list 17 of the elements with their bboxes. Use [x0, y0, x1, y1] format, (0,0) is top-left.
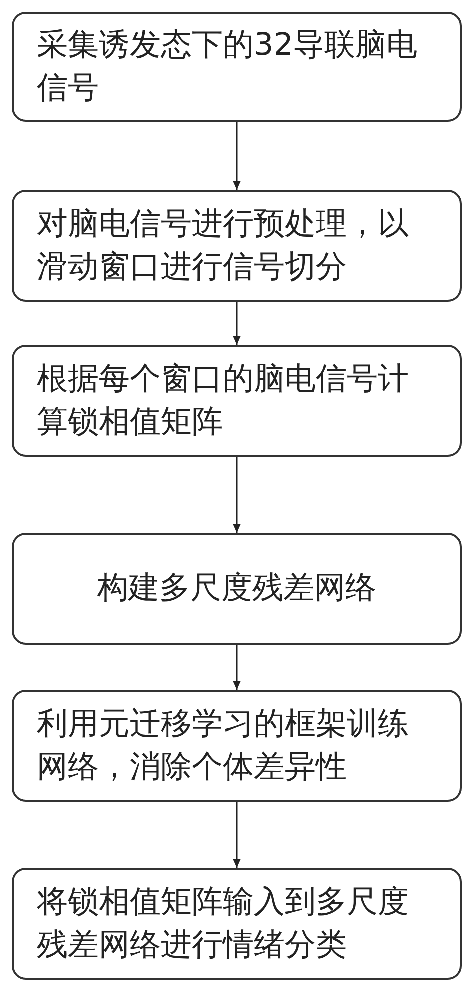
step-text: 采集诱发态下的32导联脑电信号	[37, 26, 418, 108]
arrow	[233, 802, 241, 868]
process-box	[12, 190, 462, 302]
arrow	[233, 302, 241, 345]
step-text: 构建多尺度残差网络	[98, 569, 376, 608]
process-box	[12, 690, 462, 802]
step-text: 对脑电信号进行预处理，以滑动窗口进行信号切分	[37, 204, 410, 287]
process-box	[12, 345, 462, 457]
step-text: 根据每个窗口的脑电信号计算锁相值矩阵	[37, 360, 410, 442]
process-box	[12, 12, 462, 122]
arrow	[233, 645, 241, 690]
arrow	[233, 457, 241, 533]
process-box	[12, 868, 462, 980]
step-text: 利用元迁移学习的框架训练网络，消除个体差异性	[37, 704, 410, 787]
process-box	[12, 533, 462, 645]
arrow	[233, 122, 241, 190]
step-text: 将锁相值矩阵输入到多尺度残差网络进行情绪分类	[37, 882, 410, 965]
